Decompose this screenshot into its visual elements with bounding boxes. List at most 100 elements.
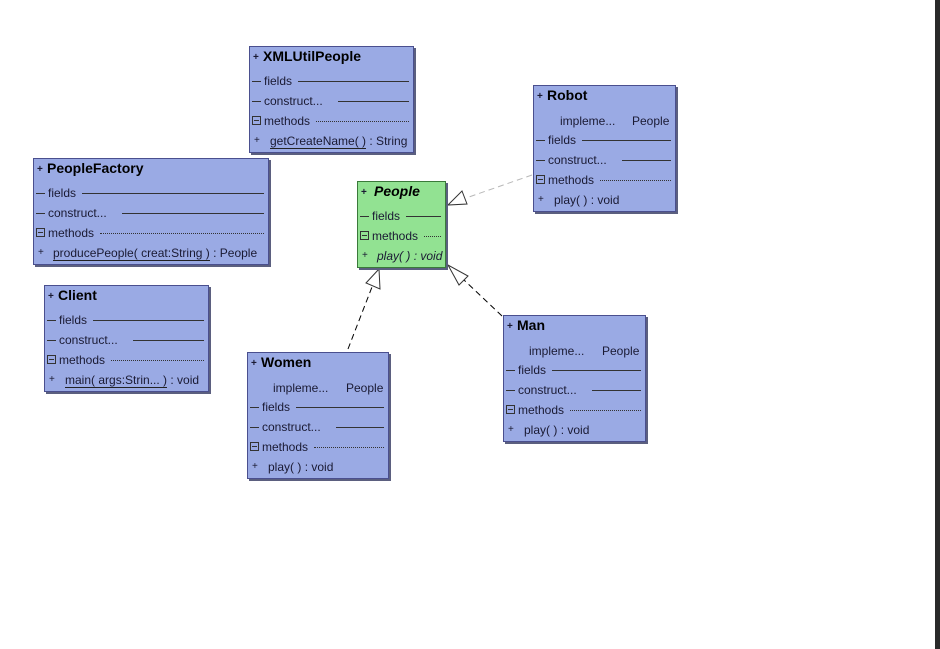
methods-section[interactable]: methods	[45, 351, 208, 371]
visibility-public-icon: +	[538, 194, 544, 205]
fields-section[interactable]: fields	[45, 311, 208, 331]
method-row[interactable]: + play( ) : void	[248, 458, 388, 478]
visibility-public-icon: +	[507, 321, 513, 332]
fields-label: fields	[548, 133, 577, 147]
method-row[interactable]: + play( ) : void	[504, 421, 645, 441]
class-name: Robot	[547, 87, 588, 103]
method-args: ( )	[354, 134, 367, 148]
method-args: ( )	[546, 423, 558, 437]
implements-row: impleme... People	[504, 341, 645, 361]
implements-row: impleme... People	[534, 111, 675, 131]
implements-value: People	[602, 344, 640, 358]
methods-section[interactable]: methods	[34, 224, 268, 244]
robot-people-arrowhead	[446, 190, 468, 206]
methods-section[interactable]: methods	[534, 171, 675, 191]
collapse-toggle-icon[interactable]	[36, 228, 45, 237]
constructors-section[interactable]: construct...	[534, 151, 675, 171]
class-header[interactable]: + Man	[504, 316, 645, 336]
constructors-section[interactable]: construct...	[504, 381, 645, 401]
collapsed-marker-icon	[506, 390, 515, 391]
collapse-toggle-icon[interactable]	[47, 355, 56, 364]
separator-line	[406, 216, 441, 217]
interface-people[interactable]: + People fields methods + play( ) : void	[357, 181, 446, 268]
implements-row: impleme... People	[248, 378, 388, 398]
class-header[interactable]: + Robot	[534, 86, 675, 106]
methods-section[interactable]: methods	[358, 227, 445, 247]
separator-line	[122, 213, 264, 214]
fields-section[interactable]: fields	[248, 398, 388, 418]
class-xmlutilpeople[interactable]: + XMLUtilPeople fields construct... meth…	[249, 46, 414, 153]
method-signature: play( ) : void	[268, 460, 333, 474]
collapsed-marker-icon	[36, 193, 45, 194]
class-header[interactable]: + Women	[248, 353, 388, 373]
method-return: : void	[170, 373, 200, 387]
class-header[interactable]: + People	[358, 182, 445, 202]
method-name: main	[65, 373, 92, 387]
collapsed-marker-icon	[47, 320, 56, 321]
fields-section[interactable]: fields	[534, 131, 675, 151]
method-signature: play( ) : void	[524, 423, 589, 437]
collapsed-marker-icon	[536, 140, 545, 141]
class-robot[interactable]: + Robot impleme... People fields constru…	[533, 85, 676, 212]
collapse-toggle-icon[interactable]	[536, 175, 545, 184]
collapsed-marker-icon	[252, 81, 261, 82]
fields-section[interactable]: fields	[504, 361, 645, 381]
class-name: XMLUtilPeople	[263, 48, 362, 64]
method-row[interactable]: + getCreateName( ) : String	[250, 132, 413, 152]
methods-label: methods	[48, 226, 95, 240]
method-args: ( creat:String )	[133, 246, 210, 260]
class-header[interactable]: + Client	[45, 286, 208, 306]
methods-label: methods	[264, 114, 311, 128]
separator-line	[582, 140, 671, 141]
method-row[interactable]: + play( ) : void	[534, 191, 675, 211]
methods-section[interactable]: methods	[250, 112, 413, 132]
method-return: : People	[213, 246, 258, 260]
method-name: play	[268, 460, 291, 474]
fields-section[interactable]: fields	[250, 72, 413, 92]
class-man[interactable]: + Man impleme... People fields construct…	[503, 315, 646, 442]
fields-section[interactable]: fields	[34, 184, 268, 204]
fields-label: fields	[518, 363, 547, 377]
methods-section[interactable]: methods	[248, 438, 388, 458]
constructors-section[interactable]: construct...	[45, 331, 208, 351]
methods-section[interactable]: methods	[504, 401, 645, 421]
method-row[interactable]: + producePeople( creat:String ) : People	[34, 244, 268, 264]
method-row[interactable]: + play( ) : void	[358, 247, 445, 267]
method-row[interactable]: + main( args:Strin... ) : void	[45, 371, 208, 391]
method-name: play	[377, 249, 400, 263]
visibility-public-icon: +	[252, 461, 258, 472]
visibility-public-icon: +	[253, 52, 259, 63]
fields-label: fields	[262, 400, 291, 414]
visibility-public-icon: +	[49, 374, 55, 385]
collapse-toggle-icon[interactable]	[360, 231, 369, 240]
collapsed-marker-icon	[250, 427, 259, 428]
constructors-section[interactable]: construct...	[250, 92, 413, 112]
class-peoplefactory[interactable]: + PeopleFactory fields construct... meth…	[33, 158, 269, 265]
class-header[interactable]: + XMLUtilPeople	[250, 47, 413, 67]
implements-value: People	[632, 114, 670, 128]
collapse-toggle-icon[interactable]	[252, 116, 261, 125]
separator-line	[622, 160, 671, 161]
women-people-arrowhead	[365, 267, 381, 290]
class-women[interactable]: + Women impleme... People fields constru…	[247, 352, 389, 479]
visibility-public-icon: +	[38, 247, 44, 258]
constructors-section[interactable]: construct...	[34, 204, 268, 224]
canvas-right-border	[935, 0, 940, 649]
method-signature: play( ) : void	[377, 249, 442, 263]
constructors-section[interactable]: construct...	[248, 418, 388, 438]
fields-section[interactable]: fields	[358, 207, 445, 227]
method-return: : void	[560, 423, 590, 437]
collapse-toggle-icon[interactable]	[506, 405, 515, 414]
visibility-public-icon: +	[251, 358, 257, 369]
visibility-public-icon: +	[362, 250, 368, 261]
separator-line	[552, 370, 641, 371]
method-args: ( )	[399, 249, 411, 263]
method-return: : void	[413, 249, 443, 263]
class-client[interactable]: + Client fields construct... methods + m…	[44, 285, 209, 392]
class-header[interactable]: + PeopleFactory	[34, 159, 268, 179]
collapsed-marker-icon	[536, 160, 545, 161]
visibility-public-icon: +	[48, 291, 54, 302]
collapse-toggle-icon[interactable]	[250, 442, 259, 451]
method-signature: getCreateName( ) : String	[270, 134, 407, 149]
